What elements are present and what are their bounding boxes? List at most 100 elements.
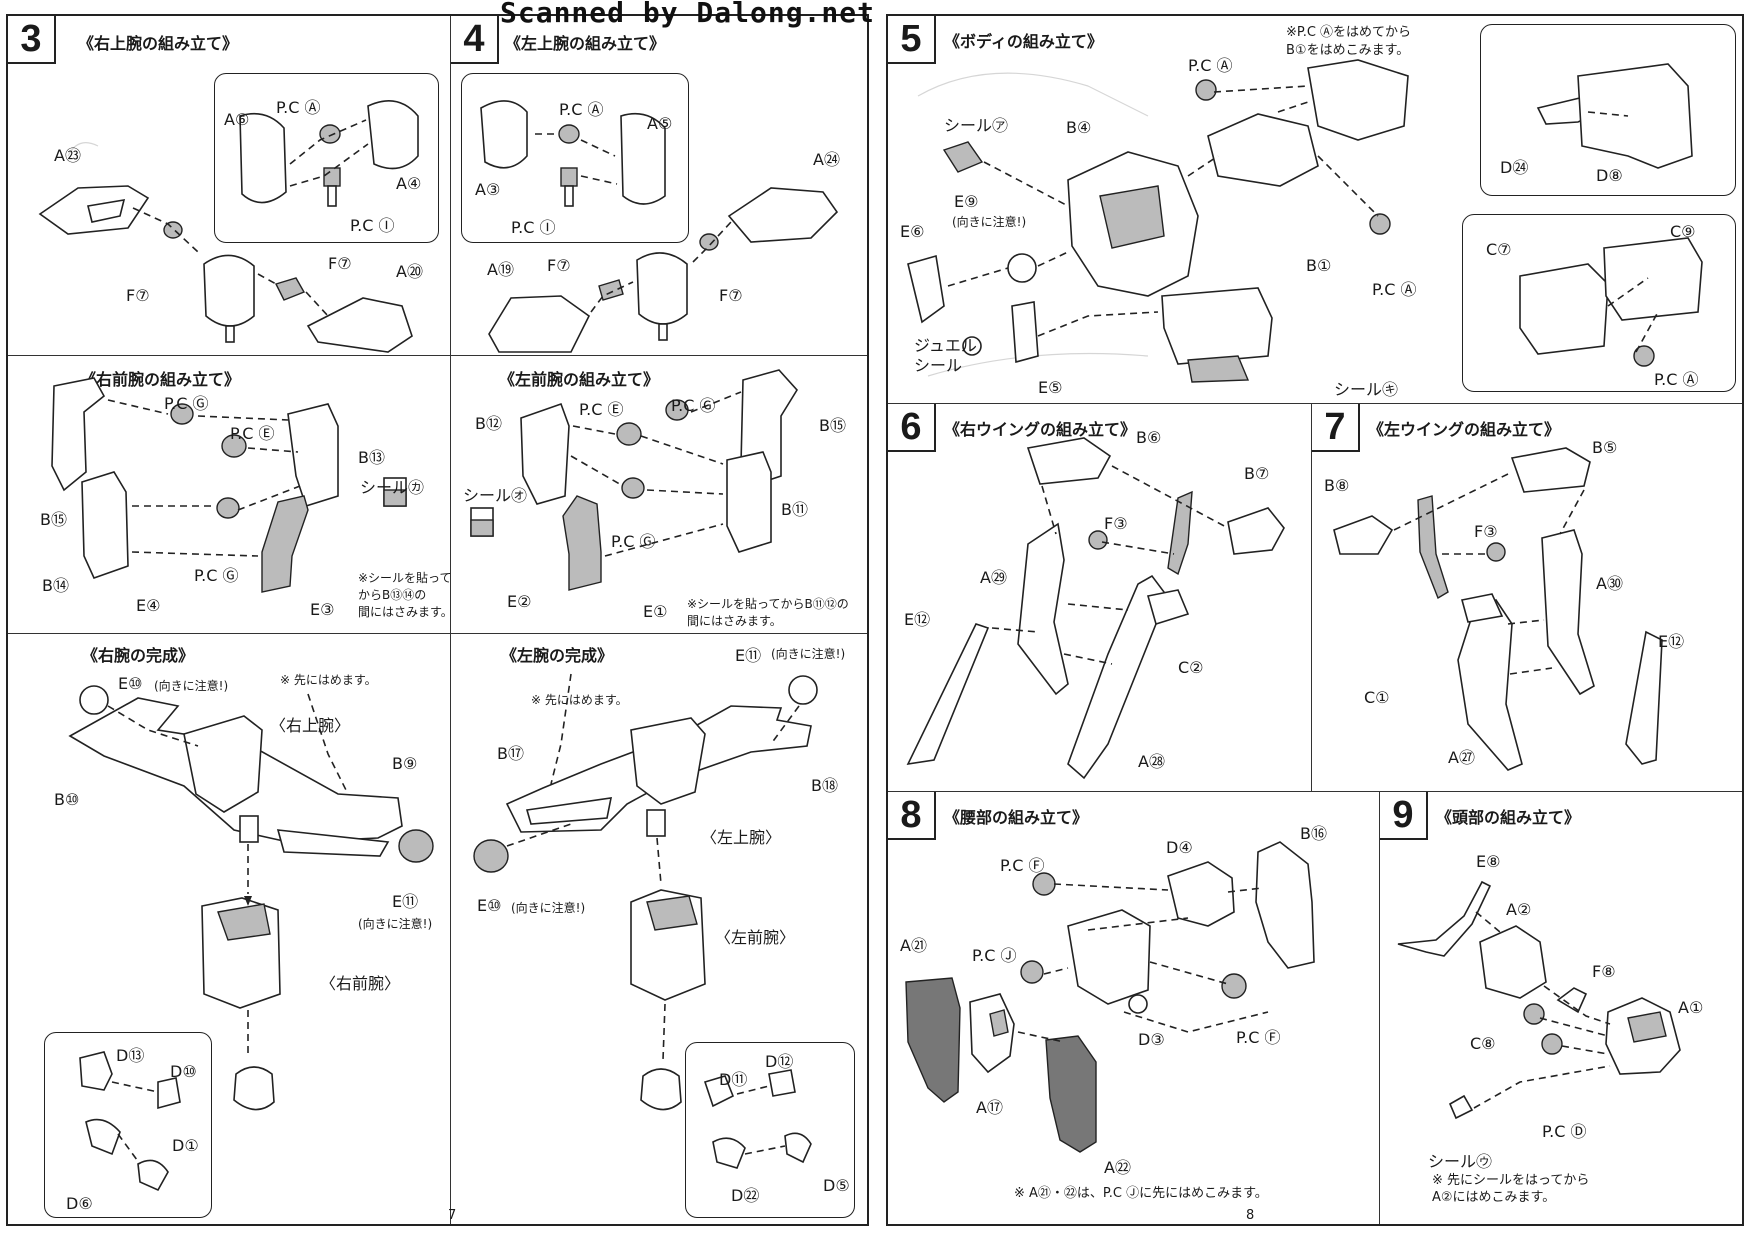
step-4-label: A③ bbox=[475, 180, 501, 199]
left-forearm-label: E① bbox=[643, 602, 668, 621]
step-8-note: ※ A㉑・㉒は、P.C Ⓙに先にはめこみます。 bbox=[1014, 1186, 1268, 1201]
step-4-inset bbox=[461, 73, 689, 243]
step-5-label: B① bbox=[1306, 256, 1332, 275]
step-8-label: D④ bbox=[1166, 838, 1193, 857]
step-8-label: P.C Ⓙ bbox=[972, 946, 1017, 965]
right-forearm-note: ※シールを貼って からB⑬⑭の 間にはさみます。 bbox=[358, 571, 453, 619]
left-arm-done-label: E⑪ bbox=[735, 646, 762, 665]
left-forearm-label: P.C Ⓖ bbox=[671, 396, 716, 415]
right-arm-done-title: 《右腕の完成》 bbox=[82, 646, 195, 665]
step-7-label: B⑤ bbox=[1592, 438, 1618, 457]
step-6-panel: 6 《右ウイングの組み立て》 B⑥ B⑦ F③ A㉙ E⑫ C② A㉘ bbox=[888, 404, 1312, 792]
right-forearm-label: P.C Ⓖ bbox=[164, 394, 209, 413]
step-9-label: P.C Ⓓ bbox=[1542, 1122, 1587, 1141]
right-arm-done-label: D⑩ bbox=[170, 1062, 197, 1081]
step-9-label: E⑧ bbox=[1476, 852, 1501, 871]
step-3-title: 《右上腕の組み立て》 bbox=[78, 34, 239, 53]
step-4-label: A⑲ bbox=[487, 260, 514, 279]
left-forearm-label: E② bbox=[507, 592, 532, 611]
right-forearm-label: B⑮ bbox=[40, 510, 67, 529]
left-forearm-label: P.C Ⓔ bbox=[579, 400, 624, 419]
step-9-label: シール㋒ bbox=[1428, 1152, 1493, 1171]
step-7-label: E⑫ bbox=[1658, 632, 1685, 651]
step-8-label: A㉒ bbox=[1104, 1158, 1131, 1177]
step-5-label: シール㋐ bbox=[944, 116, 1009, 135]
step-5-inset-bottom bbox=[1462, 214, 1736, 392]
left-forearm-label: P.C Ⓖ bbox=[611, 532, 656, 551]
step-5-label: ジュエル bbox=[914, 336, 977, 355]
left-arm-done-label: (向きに注意!) bbox=[511, 901, 586, 915]
step-9-label: A② bbox=[1506, 900, 1532, 919]
right-forearm-title: 《右前腕の組み立て》 bbox=[80, 370, 241, 389]
step-4-label: P.C Ⓐ bbox=[559, 100, 604, 119]
right-page: 5 《ボディの組み立て》 ※P.C Ⓐをはめてから B①をはめこみます。 bbox=[886, 14, 1744, 1226]
step-7-title: 《左ウイングの組み立て》 bbox=[1368, 420, 1561, 439]
right-arm-done-label: E⑩ bbox=[118, 674, 143, 693]
left-arm-done-label: B⑱ bbox=[811, 776, 838, 795]
step-4-label: F⑦ bbox=[719, 286, 743, 305]
step-7-label: B⑧ bbox=[1324, 476, 1350, 495]
step-5-label: E⑤ bbox=[1038, 378, 1063, 397]
step-8-label: A⑰ bbox=[976, 1098, 1003, 1117]
step-5-title: 《ボディの組み立て》 bbox=[944, 32, 1103, 51]
right-arm-hand-inset bbox=[44, 1032, 212, 1218]
left-forearm-diagram bbox=[470, 369, 798, 591]
right-arm-done-label: 〈右前腕〉 bbox=[320, 974, 401, 993]
step-6-title: 《右ウイングの組み立て》 bbox=[944, 420, 1137, 439]
step-8-number: 8 bbox=[888, 792, 936, 840]
step-5-label: P.C Ⓐ bbox=[1372, 280, 1417, 299]
step-6-diagram bbox=[906, 437, 1285, 780]
left-arm-done-label: D⑫ bbox=[765, 1052, 794, 1071]
right-forearm-panel: 《右前腕の組み立て》 P.C Ⓖ P.C Ⓔ B⑬ B⑮ シール㋕ B⑭ P.C… bbox=[8, 356, 453, 634]
step-4-label: A㉔ bbox=[813, 150, 840, 169]
left-page: 3 《右上腕の組み立て》 A㉓ A⑥ P.C Ⓐ A④ P.C Ⓘ bbox=[6, 14, 869, 1226]
step-8-label: A㉑ bbox=[900, 936, 927, 955]
step-3-label: A④ bbox=[396, 174, 422, 193]
left-forearm-label: B⑫ bbox=[475, 414, 502, 433]
step-5-label: C⑦ bbox=[1486, 240, 1512, 259]
step-8-panel: 8 《腰部の組み立て》 D④ B⑯ P.C Ⓕ P.C Ⓙ A㉑ D③ bbox=[888, 792, 1380, 1224]
step-7-label: F③ bbox=[1474, 522, 1498, 541]
step-3-number: 3 bbox=[8, 16, 56, 64]
right-arm-done-label: D① bbox=[172, 1136, 199, 1155]
step-3-label: P.C Ⓐ bbox=[276, 98, 321, 117]
step-4-label: A⑤ bbox=[647, 114, 673, 133]
step-8-label: D③ bbox=[1138, 1030, 1165, 1049]
right-arm-done-label: B⑩ bbox=[54, 790, 80, 809]
step-4-number: 4 bbox=[451, 16, 499, 64]
step-8-title: 《腰部の組み立て》 bbox=[944, 808, 1089, 827]
right-arm-done-label: (向きに注意!) bbox=[154, 679, 229, 693]
step-4-diagram bbox=[480, 100, 839, 353]
step-8-label: P.C Ⓕ bbox=[1236, 1028, 1281, 1047]
step-5-label: B④ bbox=[1066, 118, 1092, 137]
step-6-label: B⑦ bbox=[1244, 464, 1270, 483]
step-9-number: 9 bbox=[1380, 792, 1428, 840]
step-9-label: A① bbox=[1678, 998, 1704, 1017]
left-arm-done-label: ※ 先にはめます。 bbox=[531, 693, 628, 707]
step-9-note: ※ 先にシールをはってから A②にはめこみます。 bbox=[1432, 1173, 1590, 1205]
left-arm-done-label: D㉒ bbox=[731, 1186, 760, 1205]
step-9-diagram bbox=[1397, 880, 1681, 1120]
right-arm-done-label: B⑨ bbox=[392, 754, 418, 773]
step-9-title: 《頭部の組み立て》 bbox=[1436, 808, 1581, 827]
right-arm-done-diagram bbox=[68, 685, 434, 1192]
left-arm-done-label: (向きに注意!) bbox=[771, 647, 846, 661]
left-arm-done-title: 《左腕の完成》 bbox=[501, 646, 614, 665]
step-5-label: C⑨ bbox=[1670, 222, 1696, 241]
step-5-label: D⑧ bbox=[1596, 166, 1623, 185]
left-forearm-title: 《左前腕の組み立て》 bbox=[499, 370, 660, 389]
step-6-label: C② bbox=[1178, 658, 1204, 677]
right-arm-done-label: (向きに注意!) bbox=[358, 917, 433, 931]
right-forearm-label: P.C Ⓖ bbox=[194, 566, 239, 585]
step-6-number: 6 bbox=[888, 404, 936, 452]
step-5-label: E⑨ bbox=[954, 192, 979, 211]
step-3-inset bbox=[214, 73, 439, 243]
step-5-number: 5 bbox=[888, 16, 936, 64]
right-forearm-diagram bbox=[51, 377, 407, 593]
page-number-right: 8 bbox=[1246, 1208, 1255, 1223]
step-9-label: C⑧ bbox=[1470, 1034, 1496, 1053]
step-7-panel: 7 《左ウイングの組み立て》 B⑤ B⑧ F③ A㉚ E⑫ C① A㉗ bbox=[1312, 404, 1742, 792]
step-5-label: P.C Ⓐ bbox=[1188, 56, 1233, 75]
step-3-diagram bbox=[38, 100, 419, 353]
step-3-label: A⑥ bbox=[224, 110, 250, 129]
